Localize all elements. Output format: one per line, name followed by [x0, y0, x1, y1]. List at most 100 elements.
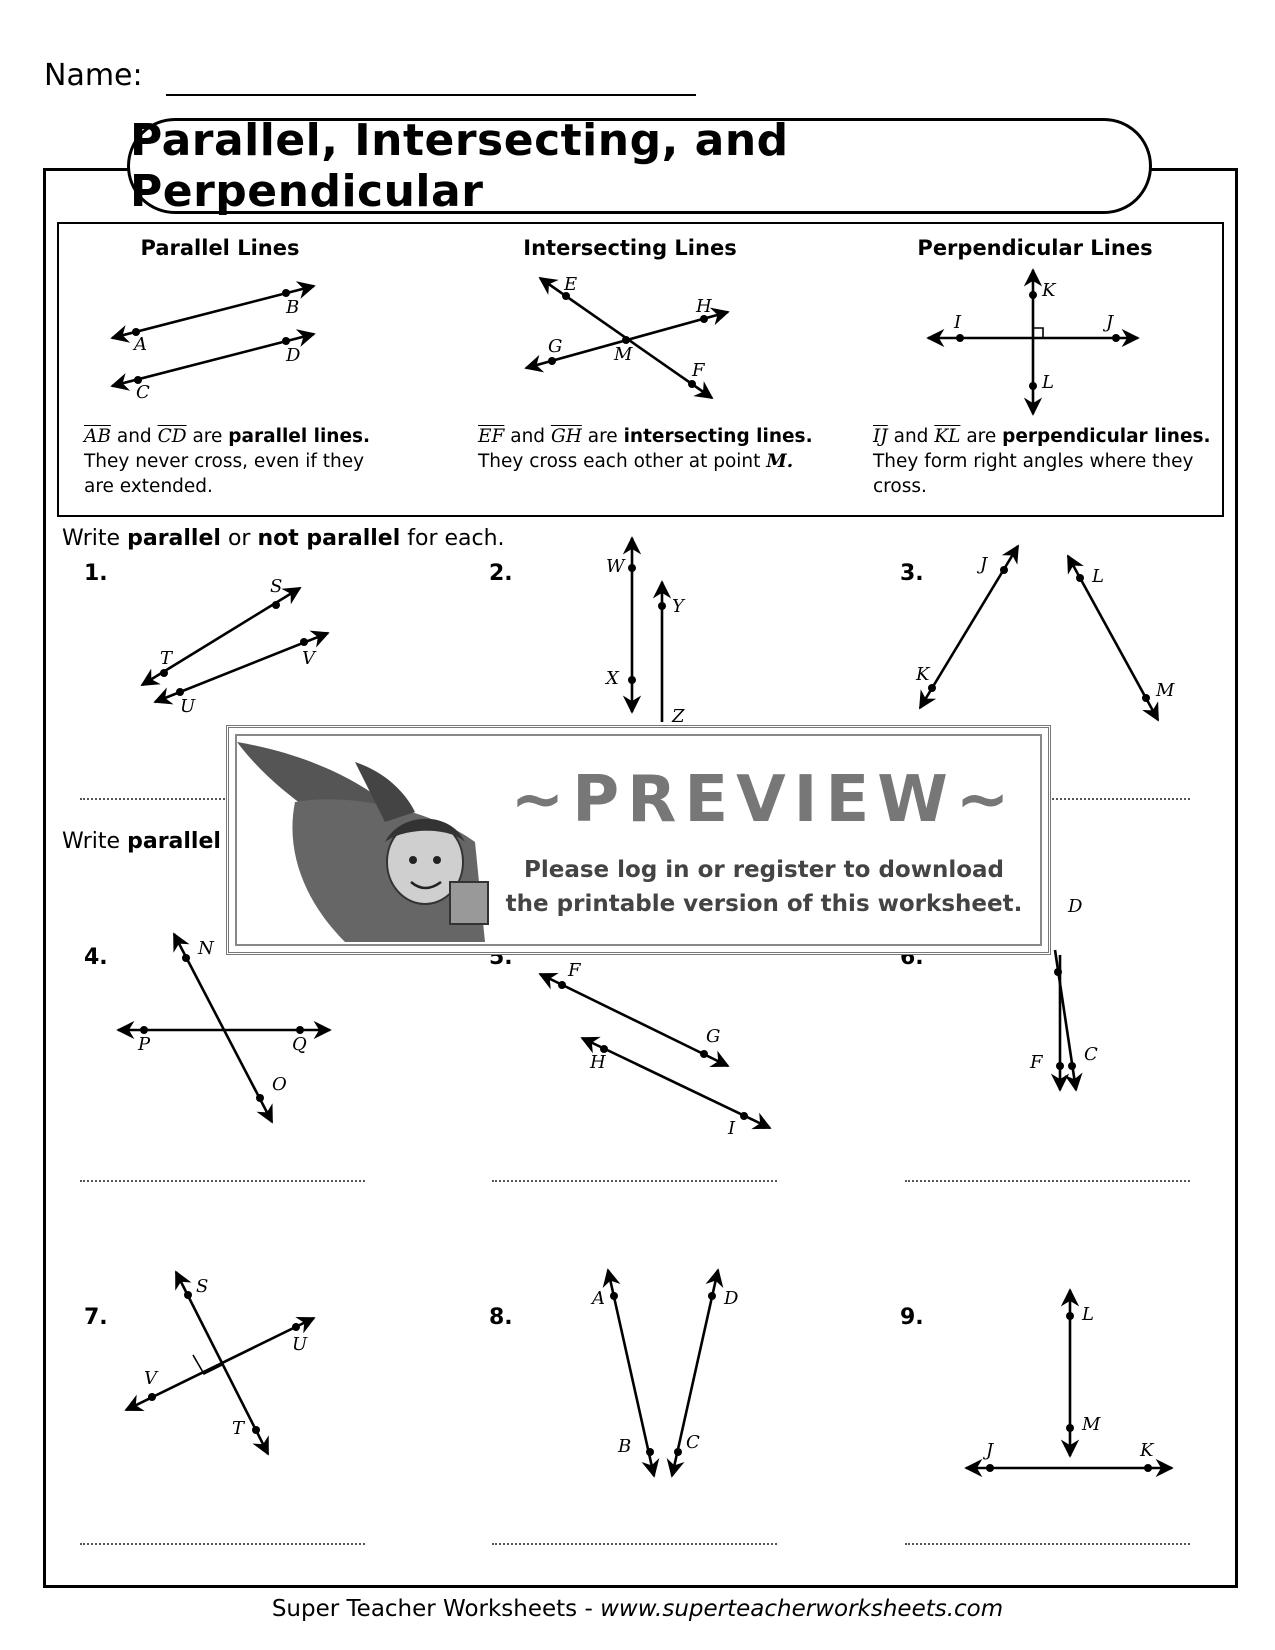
line-lm	[1066, 554, 1160, 722]
line-hi	[580, 1036, 772, 1130]
p5-label-g: G	[706, 1026, 721, 1047]
name-label: Name:	[44, 58, 143, 93]
p3-label-j: J	[980, 554, 988, 575]
p9-label-m: M	[1082, 1414, 1101, 1435]
point-label-g: G	[548, 336, 563, 357]
p4-label-q: Q	[292, 1034, 307, 1055]
p9-label-k: K	[1140, 1440, 1154, 1461]
p4-label-n: N	[198, 938, 214, 959]
perpendicular-description: IJ and KL are perpendicular lines. They …	[873, 424, 1213, 499]
segment-gh: GH	[550, 426, 582, 447]
p6-label-c: C	[1084, 1044, 1098, 1065]
parallel-description: AB and CD are parallel lines. They never…	[84, 424, 384, 499]
problem-3-number: 3.	[900, 561, 924, 586]
name-blank-line[interactable]	[166, 94, 696, 96]
are-word: are	[966, 426, 997, 447]
problem-2-number: 2.	[489, 561, 513, 586]
right-angle-mark	[1033, 327, 1044, 338]
p9-label-l: L	[1082, 1304, 1094, 1325]
point-label-b: B	[286, 297, 300, 318]
point-label-f: F	[692, 360, 705, 381]
intersecting-term: intersecting lines.	[623, 426, 813, 447]
intersecting-explanation: They cross each other at point	[478, 451, 761, 472]
answer-line-1[interactable]	[80, 798, 365, 800]
page-title: Parallel, Intersecting, and Perpendicula…	[130, 115, 789, 217]
p7-label-t: T	[232, 1418, 245, 1439]
line-uv	[153, 630, 330, 705]
segment-ij: IJ	[873, 426, 888, 447]
point-label-j: J	[1106, 312, 1114, 333]
problem-7-number: 7.	[84, 1305, 108, 1330]
p2-label-y: Y	[672, 596, 684, 617]
line-no	[172, 932, 274, 1124]
intersecting-heading: Intersecting Lines	[523, 236, 737, 260]
segment-ef: EF	[478, 426, 505, 447]
p4-label-p: P	[138, 1034, 151, 1055]
line-ab-8	[602, 1268, 660, 1478]
preview-message-line2: the printable version of this worksheet.	[505, 891, 1023, 917]
point-label-k: K	[1042, 280, 1056, 301]
p3-label-m: M	[1156, 680, 1175, 701]
p7-label-u: U	[292, 1334, 308, 1355]
p5-label-i: I	[728, 1118, 736, 1139]
segment-cd: CD	[157, 426, 187, 447]
p5-label-h: H	[590, 1052, 606, 1073]
answer-line-4[interactable]	[80, 1180, 365, 1182]
footer: Super Teacher Worksheets - www.superteac…	[0, 1596, 1275, 1622]
line-uv-7	[124, 1316, 316, 1412]
line-cd	[110, 329, 316, 391]
problem-4-number: 4.	[84, 945, 108, 970]
are-word: are	[192, 426, 223, 447]
vampire-mascot-icon	[237, 742, 489, 942]
segment-kl: KL	[934, 426, 961, 447]
perpendicular-heading: Perpendicular Lines	[917, 236, 1153, 260]
p1-label-u: U	[180, 696, 196, 717]
p2-label-z: Z	[672, 706, 685, 727]
point-m: M.	[766, 451, 794, 472]
answer-line-8[interactable]	[492, 1543, 777, 1545]
p5-label-f: F	[568, 960, 581, 981]
point-label-d: D	[286, 345, 301, 366]
preview-overlay: ~PREVIEW~ Please log in or register to d…	[226, 725, 1051, 955]
p1-label-v: V	[302, 648, 315, 669]
problem-9-number: 9.	[900, 1305, 924, 1330]
p3-label-k: K	[916, 664, 930, 685]
parallel-heading: Parallel Lines	[140, 236, 300, 260]
p2-label-w: W	[606, 556, 625, 577]
section2-instruction: Write parallel	[62, 829, 221, 854]
point-label-l: L	[1042, 372, 1054, 393]
answer-line-5[interactable]	[492, 1180, 777, 1182]
p7-label-v: V	[144, 1368, 157, 1389]
parallel-term: parallel lines.	[228, 426, 371, 447]
line-fg	[538, 972, 730, 1068]
footer-url[interactable]: www.superteacherworksheets.com	[600, 1596, 1004, 1622]
problem-8-number: 8.	[489, 1305, 513, 1330]
p2-label-x: X	[606, 668, 619, 689]
p9-label-j: J	[986, 1440, 994, 1461]
answer-line-7[interactable]	[80, 1543, 365, 1545]
instr-parallel: parallel	[127, 526, 221, 551]
reference-box	[57, 222, 1224, 517]
section1-instruction: Write parallel or not parallel for each.	[62, 526, 505, 551]
line-dc-8	[666, 1268, 724, 1478]
point-label-e: E	[564, 274, 578, 295]
answer-line-9[interactable]	[905, 1543, 1190, 1545]
p6-label-f: F	[1030, 1052, 1043, 1073]
point-label-c: C	[136, 382, 150, 403]
instr-parallel: parallel	[127, 829, 221, 854]
p1-label-s: S	[270, 576, 283, 597]
right-angle-mark-7	[192, 1354, 223, 1376]
p3-label-l: L	[1092, 566, 1104, 587]
and-word: and	[116, 426, 152, 447]
perpendicular-explanation: They form right angles where they cross.	[873, 451, 1194, 497]
preview-title: ~PREVIEW~	[510, 763, 1018, 837]
p8-label-d: D	[724, 1288, 739, 1309]
p8-label-c: C	[686, 1432, 700, 1453]
answer-line-6[interactable]	[905, 1180, 1190, 1182]
footer-brand: Super Teacher Worksheets -	[271, 1596, 601, 1622]
instr-not-parallel: not parallel	[257, 526, 401, 551]
preview-inner-border	[235, 734, 1042, 946]
and-word: and	[510, 426, 546, 447]
preview-message-line1: Please log in or register to download	[523, 857, 1004, 883]
